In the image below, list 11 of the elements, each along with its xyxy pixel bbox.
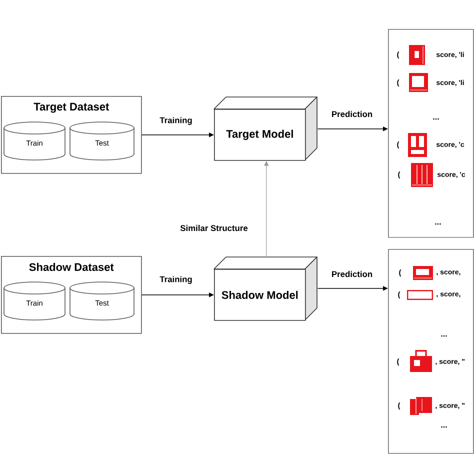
edge-label: Training (158, 275, 194, 285)
ellipsis: ... (435, 223, 441, 225)
edge-label: Prediction (330, 270, 374, 278)
edge-label: Prediction (330, 110, 374, 118)
ellipsis: ... (433, 118, 439, 120)
edge-label: Similar Structure (179, 224, 249, 232)
model-cube: Target Model (214, 96, 318, 161)
ellipsis: ... (441, 426, 447, 428)
model-cube: Shadow Model (214, 256, 318, 321)
ellipsis: ... (441, 335, 447, 337)
edge-label: Training (158, 116, 194, 126)
